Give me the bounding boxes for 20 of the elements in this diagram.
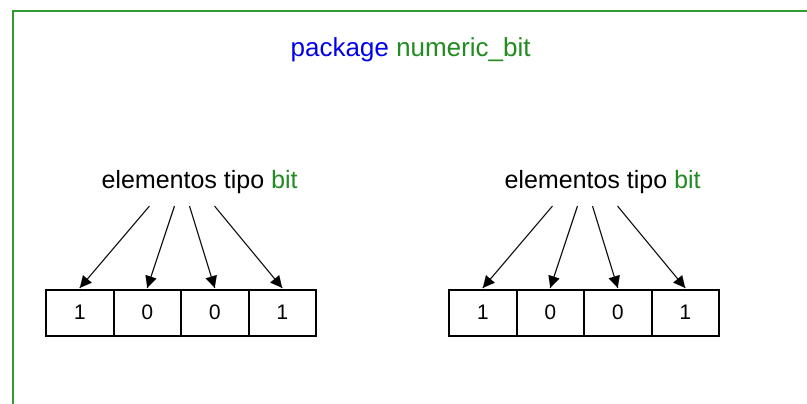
- bit-cell: 0: [180, 289, 250, 337]
- bit-cell: 0: [583, 289, 652, 337]
- arrow: [188, 206, 217, 288]
- arrow: [548, 206, 578, 288]
- arrow: [214, 206, 283, 288]
- bit-cell: 1: [650, 289, 720, 337]
- arrow: [592, 206, 620, 288]
- arrow: [482, 206, 553, 288]
- type-label: elementos tipo bit: [465, 162, 740, 198]
- bit-cell: 1: [448, 289, 518, 337]
- bit-cell: 0: [112, 289, 182, 337]
- arrow: [145, 206, 176, 288]
- bit-cell: 1: [45, 289, 114, 337]
- arrow: [79, 206, 150, 288]
- bit-cell: 0: [516, 289, 585, 337]
- package-frame: [12, 10, 807, 404]
- package-title: package numeric_bit: [290, 32, 532, 63]
- arrow: [617, 206, 686, 288]
- bit-cell: 1: [248, 289, 317, 337]
- type-label: elementos tipo bit: [62, 162, 337, 198]
